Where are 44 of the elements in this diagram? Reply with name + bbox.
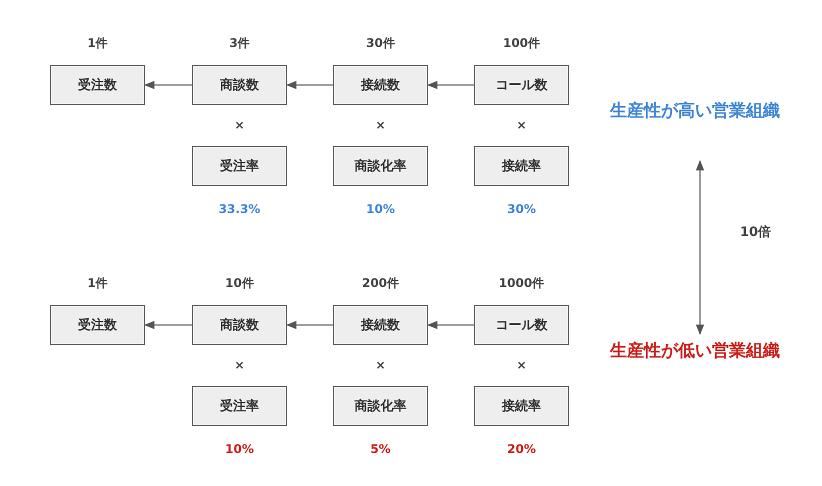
count-label: 10件 xyxy=(225,275,254,292)
process-box: コール数 xyxy=(474,305,569,345)
arrow xyxy=(286,80,333,90)
process-box: 接続率 xyxy=(474,386,569,426)
rate-value: 5% xyxy=(370,442,391,456)
arrow xyxy=(426,80,474,90)
process-box: 接続数 xyxy=(333,65,428,105)
process-box: 商談数 xyxy=(192,305,287,345)
rate-value: 20% xyxy=(507,442,536,456)
count-label: 3件 xyxy=(229,35,250,52)
rate-value: 10% xyxy=(366,202,395,216)
multiply-sign: × xyxy=(516,358,527,372)
process-box: 商談化率 xyxy=(333,386,428,426)
process-box: 受注数 xyxy=(50,65,145,105)
rate-value: 33.3% xyxy=(218,202,260,216)
process-box: 受注率 xyxy=(192,146,287,186)
process-box: 商談数 xyxy=(192,65,287,105)
edge-label: 10倍 xyxy=(740,224,772,240)
process-box: 受注数 xyxy=(50,305,145,345)
process-box: 商談化率 xyxy=(333,146,428,186)
process-box: 受注率 xyxy=(192,386,287,426)
multiply-sign: × xyxy=(234,118,245,132)
process-box: 接続数 xyxy=(333,305,428,345)
arrow xyxy=(144,320,192,330)
count-label: 1件 xyxy=(87,275,108,292)
multiply-sign: × xyxy=(375,358,386,372)
rate-value: 10% xyxy=(225,442,254,456)
multiply-sign: × xyxy=(516,118,527,132)
count-label: 100件 xyxy=(502,35,540,52)
multiply-sign: × xyxy=(234,358,245,372)
arrow xyxy=(426,320,474,330)
arrow xyxy=(286,320,333,330)
heading-text: 生産性が高い営業組織 xyxy=(610,100,780,123)
arrow xyxy=(144,80,192,90)
multiply-sign: × xyxy=(375,118,386,132)
count-label: 200件 xyxy=(362,275,400,292)
count-label: 1000件 xyxy=(498,275,544,292)
count-label: 30件 xyxy=(366,35,395,52)
process-box: コール数 xyxy=(474,65,569,105)
rate-value: 30% xyxy=(507,202,536,216)
heading-text: 生産性が低い営業組織 xyxy=(610,340,780,363)
double-arrow xyxy=(696,160,704,336)
process-box: 接続率 xyxy=(474,146,569,186)
count-label: 1件 xyxy=(87,35,108,52)
